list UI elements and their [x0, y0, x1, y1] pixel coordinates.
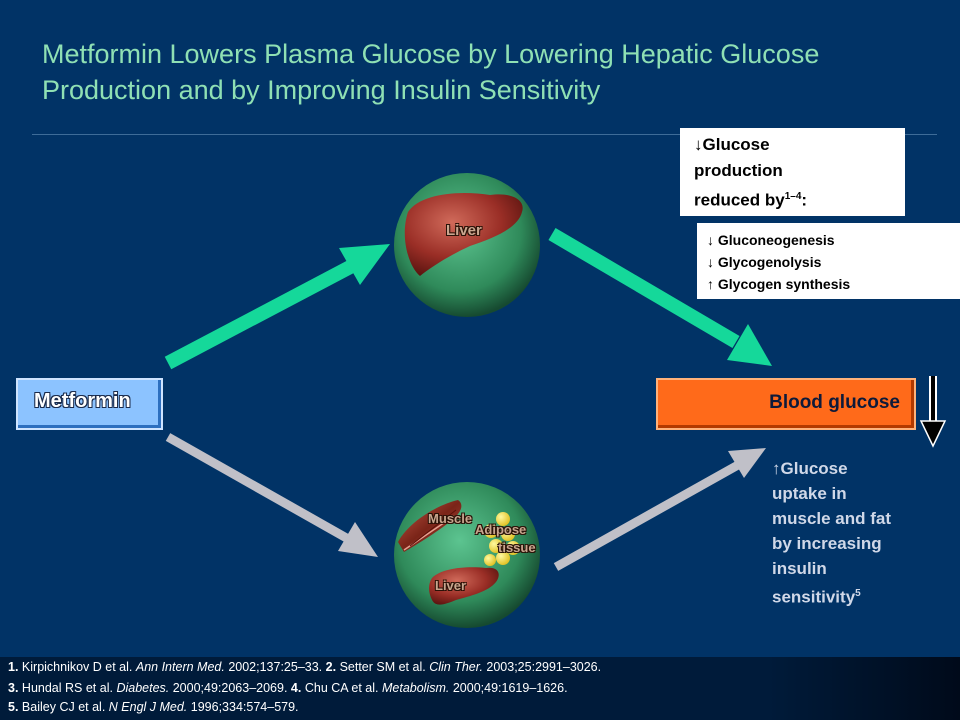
- liver-icon: [404, 193, 523, 276]
- ref-journal: Ann Intern Med.: [135, 660, 225, 674]
- production-line-1: ↓Glucose: [694, 135, 770, 154]
- production-citation: 1–4: [784, 191, 802, 202]
- production-line-3-text: reduced by: [694, 190, 785, 210]
- liver-small-icon: [429, 567, 499, 605]
- mechanism-item: ↓ Glycogenolysis: [707, 254, 822, 270]
- ref-journal: Diabetes.: [116, 681, 170, 695]
- uptake-text: ↑Glucose uptake in muscle and fat by inc…: [772, 459, 892, 607]
- liver-label-bottom: Liver: [435, 578, 467, 593]
- hepatic-mechanisms-list: ↓ Gluconeogenesis ↓ Glycogenolysis ↑ Gly…: [697, 223, 960, 299]
- ref-authors: Bailey CJ et al.: [21, 700, 106, 714]
- reference-line-3: 5. Bailey CJ et al. N Engl J Med. 1996;3…: [8, 700, 928, 714]
- decrease-arrow-icon: [919, 376, 947, 448]
- ref-authors: Chu CA et al.: [304, 681, 379, 695]
- uptake-citation: 5: [855, 588, 861, 599]
- adipose-label-1: Adipose: [475, 522, 527, 537]
- glucose-production-note: ↓Glucose production reduced by1–4:: [680, 128, 905, 216]
- muscle-icon: [398, 500, 462, 552]
- ref-authors: Hundal RS et al.: [21, 681, 113, 695]
- arrow-tissues-to-blood-glucose: [553, 448, 766, 571]
- tissues-circle: [394, 482, 540, 628]
- ref-number: 2.: [325, 660, 337, 674]
- production-line-3: reduced by1–4:: [694, 184, 897, 214]
- ref-citation: 2002;137:25–33.: [228, 660, 323, 674]
- arrow-liver-to-blood-glucose: [548, 227, 772, 366]
- ref-number: 1.: [8, 660, 19, 674]
- ref-authors: Setter SM et al.: [339, 660, 426, 674]
- ref-journal: Clin Ther.: [429, 660, 483, 674]
- title-divider: [32, 134, 937, 135]
- mechanism-item: ↑ Glycogen synthesis: [707, 276, 851, 292]
- liver-circle: [394, 173, 540, 317]
- slide-title: Metformin Lowers Plasma Glucose by Lower…: [42, 39, 820, 105]
- ref-citation: 2003;25:2991–3026.: [486, 660, 602, 674]
- ref-number: 4.: [290, 681, 302, 695]
- fat-cells-icon: [484, 512, 520, 566]
- adipose-label-2: tissue: [498, 540, 536, 555]
- glucose-uptake-note: ↑Glucose uptake in muscle and fat by inc…: [772, 456, 907, 610]
- liver-label-top: Liver: [446, 222, 482, 239]
- ref-journal: Metabolism.: [381, 681, 450, 695]
- arrow-metformin-to-liver: [164, 244, 390, 370]
- muscle-label: Muscle: [428, 511, 473, 526]
- mechanism-item: ↓ Gluconeogenesis: [707, 232, 835, 248]
- ref-citation: 1996;334:574–579.: [190, 700, 299, 714]
- ref-citation: 2000;49:2063–2069.: [172, 681, 288, 695]
- ref-journal: N Engl J Med.: [108, 700, 188, 714]
- ref-authors: Kirpichnikov D et al.: [21, 660, 133, 674]
- reference-line-1: 1. Kirpichnikov D et al. Ann Intern Med.…: [8, 660, 928, 674]
- ref-citation: 2000;49:1619–1626.: [452, 681, 568, 695]
- reference-line-2: 3. Hundal RS et al. Diabetes. 2000;49:20…: [8, 681, 928, 695]
- blood-glucose-box: Blood glucose: [656, 378, 916, 430]
- references-bar: [0, 657, 960, 720]
- metformin-box: Metformin: [16, 378, 163, 430]
- ref-number: 3.: [8, 681, 19, 695]
- ref-number: 5.: [8, 700, 19, 714]
- production-line-2: production: [694, 161, 783, 180]
- arrow-metformin-to-tissues: [165, 433, 378, 557]
- production-line-3-end: :: [801, 190, 808, 210]
